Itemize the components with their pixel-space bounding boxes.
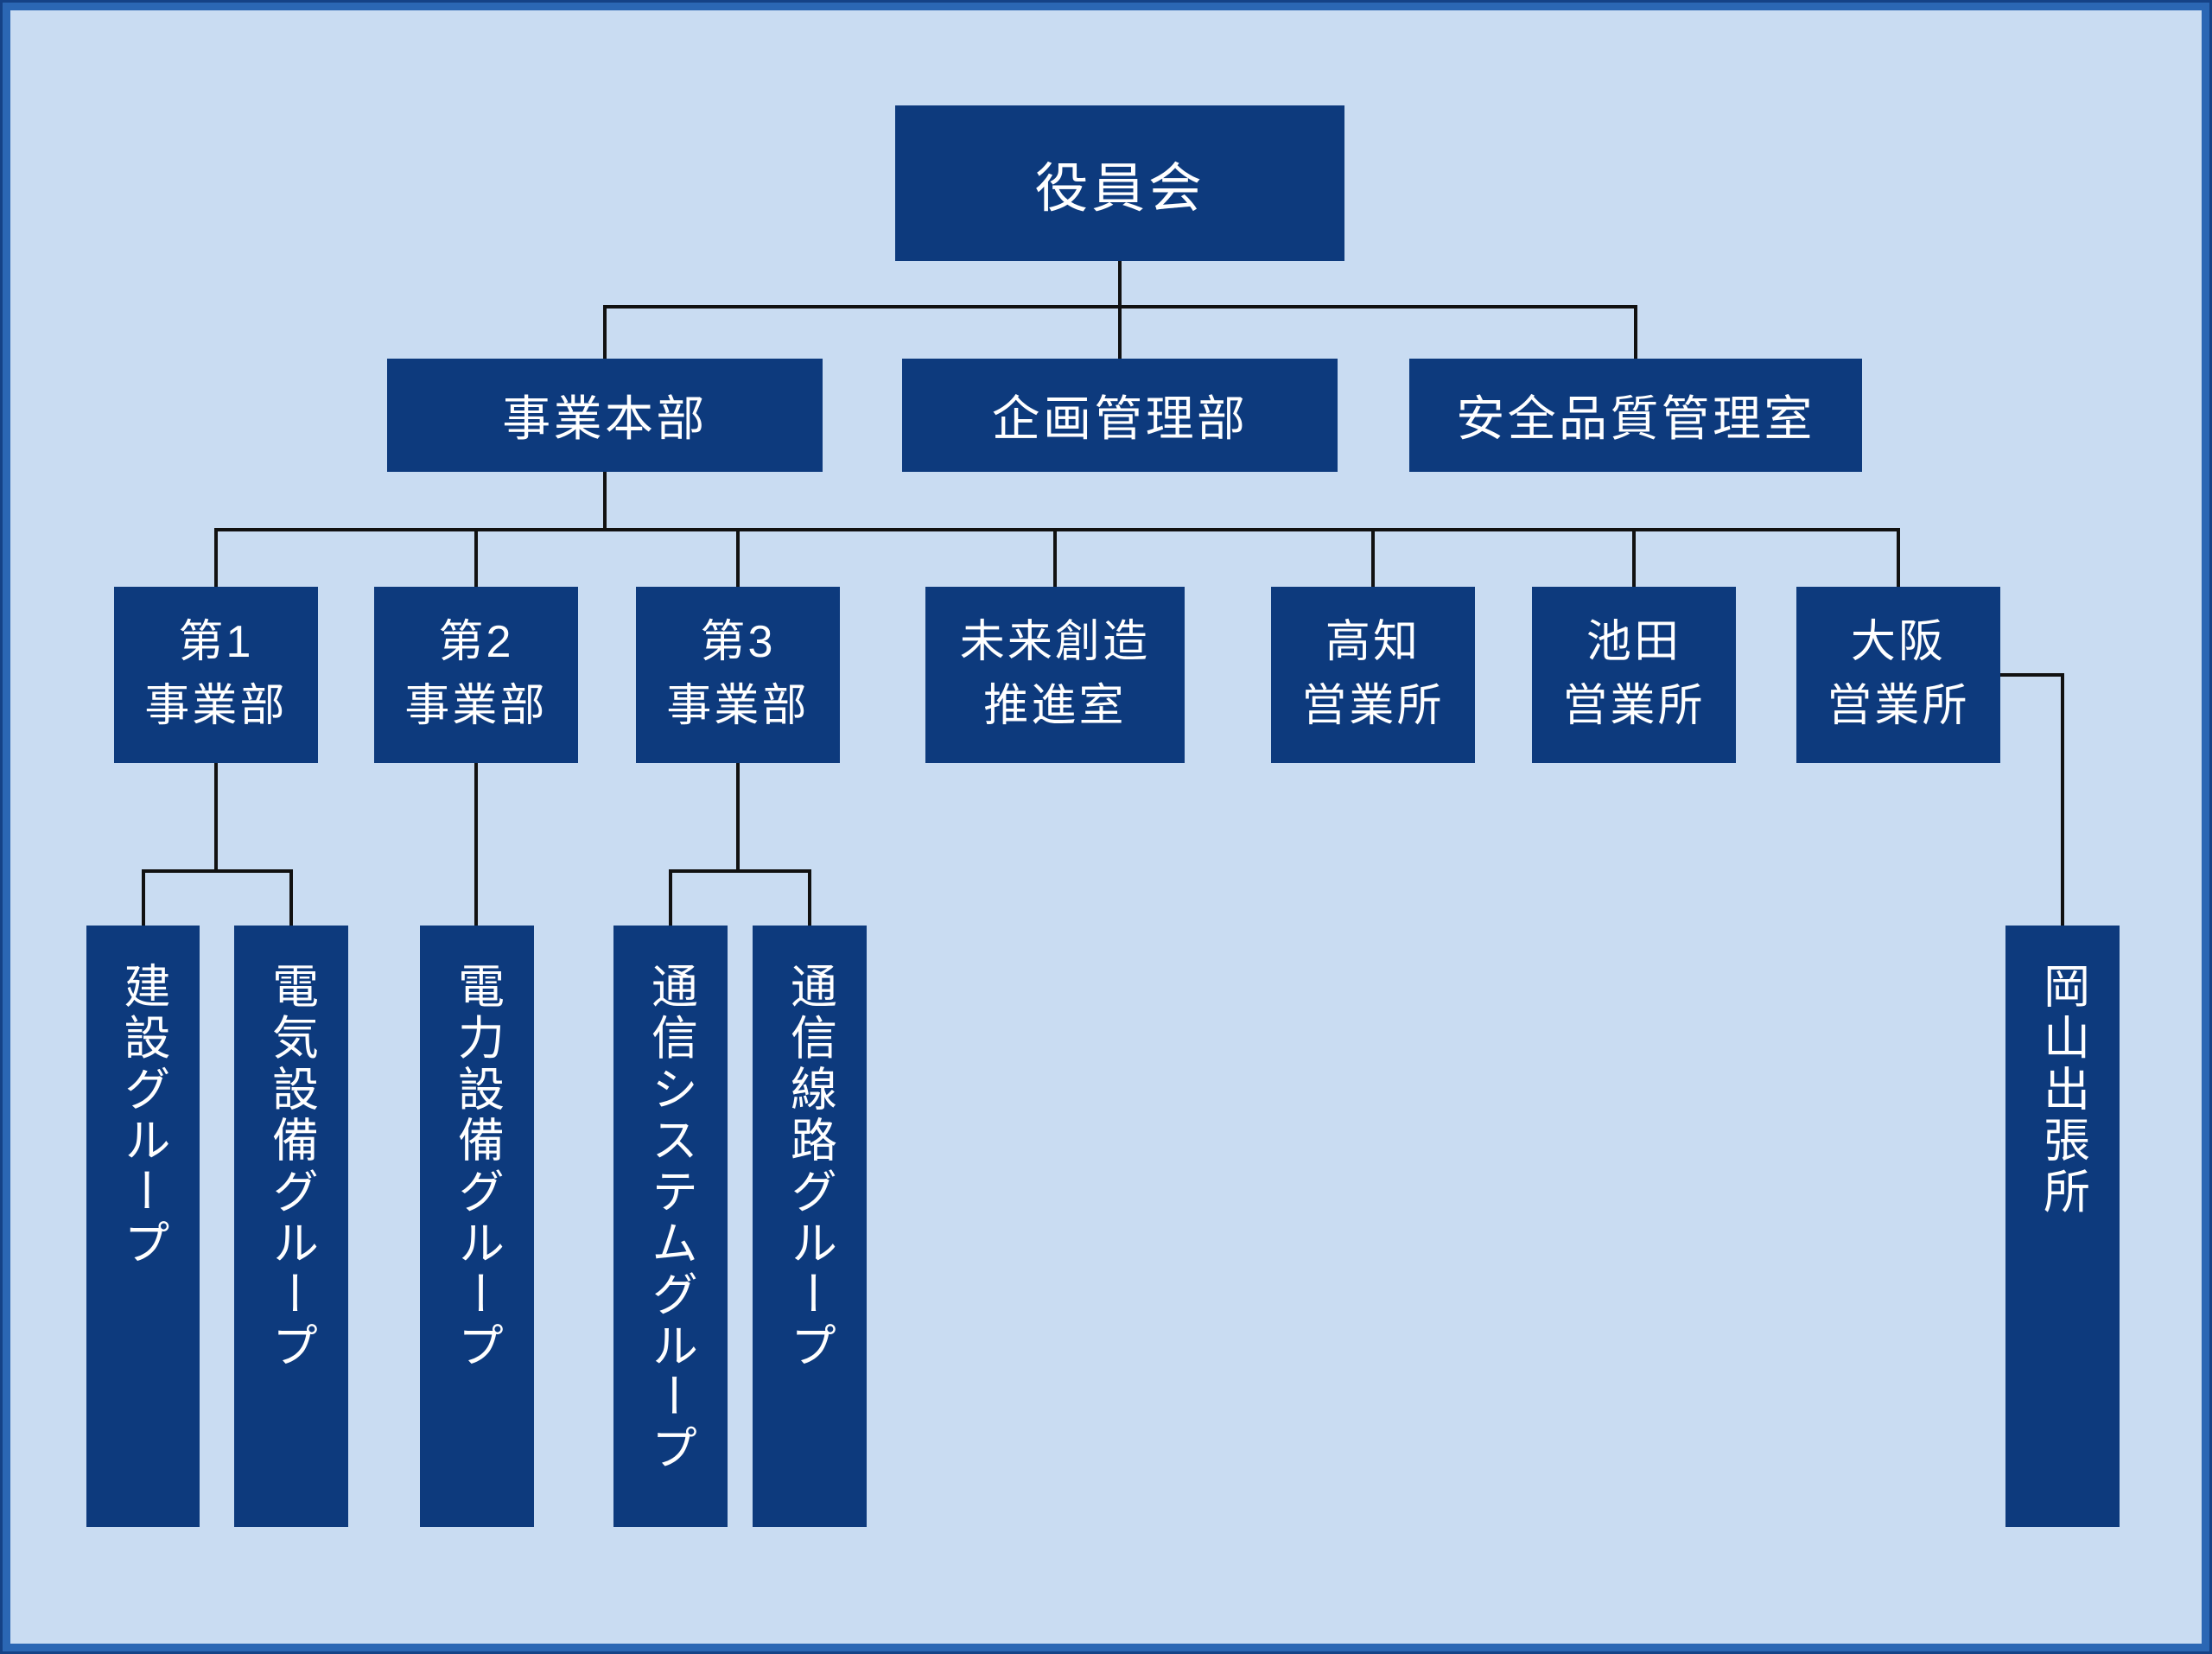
connector-line [289,869,293,926]
connector-line [1371,528,1375,587]
node-future-creation-office: 未来創造 推進室 [925,587,1185,763]
connector-line [2000,673,2064,677]
connector-line [474,763,478,926]
node-power-equipment-group-label: 電力設備グループ [450,962,503,1373]
node-okayama-branch-label: 岡山出張所 [2036,962,2088,1218]
connector-line [474,528,478,587]
node-ikeda-sales-office-line1: 池田 [1586,617,1682,668]
node-board-label: 役員会 [1034,159,1205,219]
node-osaka-sales-office-line2: 営業所 [1827,681,1970,731]
node-safety-quality-office-label: 安全品質管理室 [1456,391,1815,446]
node-planning-admin-dept-label: 企画管理部 [991,391,1249,446]
connector-line [736,763,740,873]
connector-line [603,472,607,530]
connector-line [603,305,607,359]
connector-line [214,528,218,587]
node-ikeda-sales-office-line2: 営業所 [1562,681,1706,731]
node-future-creation-office-line2: 推進室 [983,681,1127,731]
node-kochi-sales-office-line1: 高知 [1325,617,1421,668]
node-telecom-system-group: 通信システムグループ [613,926,728,1527]
node-power-equipment-group: 電力設備グループ [420,926,534,1527]
connector-line [2061,673,2064,926]
node-electrical-equipment-group-label: 電気設備グループ [264,962,317,1373]
node-business-hq: 事業本部 [387,359,823,472]
node-kochi-sales-office-line2: 営業所 [1301,681,1445,731]
connector-line [808,869,811,926]
node-division-1-line1: 第1 [178,617,254,668]
node-ikeda-sales-office: 池田 営業所 [1532,587,1736,763]
node-division-1: 第1 事業部 [114,587,318,763]
node-osaka-sales-office: 大阪 営業所 [1796,587,2000,763]
node-telecom-line-group: 通信線路グループ [753,926,867,1527]
node-division-2-line1: 第2 [438,617,514,668]
connector-line [736,528,740,587]
node-safety-quality-office: 安全品質管理室 [1409,359,1862,472]
node-construction-group: 建設グループ [86,926,200,1527]
node-kochi-sales-office: 高知 営業所 [1271,587,1475,763]
connector-line [1897,528,1900,587]
connector-line [669,869,811,873]
connector-line [1118,305,1122,359]
connector-line [1118,261,1122,309]
node-telecom-system-group-label: 通信システムグループ [644,962,696,1475]
connector-line [214,528,1900,531]
connector-line [1632,528,1636,587]
node-construction-group-label: 建設グループ [117,962,168,1270]
node-division-3-line1: 第3 [700,617,776,668]
node-planning-admin-dept: 企画管理部 [902,359,1338,472]
node-division-1-line2: 事業部 [144,681,288,731]
node-osaka-sales-office-line1: 大阪 [1850,617,1947,668]
node-electrical-equipment-group: 電気設備グループ [234,926,348,1527]
node-division-2: 第2 事業部 [374,587,578,763]
connector-line [669,869,672,926]
connector-line [142,869,293,873]
connector-line [1634,305,1637,359]
node-telecom-line-group-label: 通信線路グループ [783,962,836,1373]
node-division-3: 第3 事業部 [636,587,840,763]
node-division-3-line2: 事業部 [666,681,810,731]
node-board: 役員会 [895,105,1344,261]
connector-line [142,869,145,926]
node-okayama-branch: 岡山出張所 [2005,926,2120,1527]
node-division-2-line2: 事業部 [404,681,548,731]
connector-line [214,763,218,873]
node-future-creation-office-line1: 未来創造 [959,617,1151,668]
node-business-hq-label: 事業本部 [502,391,708,446]
connector-line [1053,528,1057,587]
